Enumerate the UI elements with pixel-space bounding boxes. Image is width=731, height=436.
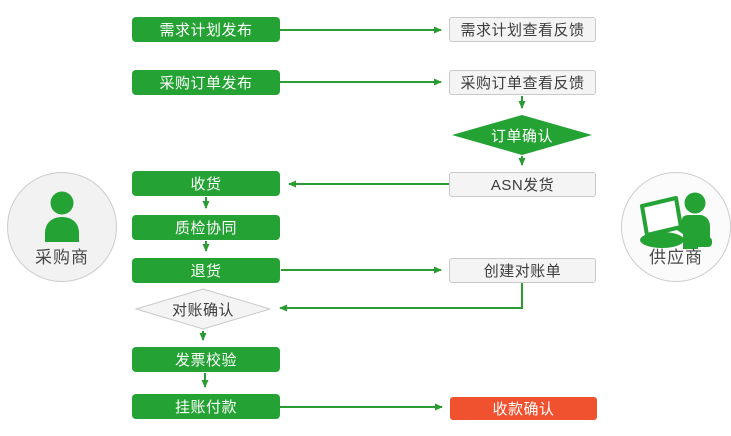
- node-quality-inspection: 质检协同: [132, 215, 280, 240]
- diamond-shape: [452, 115, 592, 155]
- node-receive-goods: 收货: [132, 171, 280, 196]
- node-create-statement: 创建对账单: [449, 258, 596, 283]
- person-laptop-icon: [622, 189, 730, 253]
- actor-buyer: 采购商: [7, 172, 117, 282]
- node-book-payment: 挂账付款: [132, 394, 280, 419]
- node-purchase-order-feedback: 采购订单查看反馈: [449, 70, 596, 95]
- node-demand-plan-feedback: 需求计划查看反馈: [449, 17, 596, 42]
- node-order-confirm-decision: 订单确认: [452, 115, 592, 155]
- actor-supplier-label: 供应商: [649, 248, 703, 267]
- diamond-label: 订单确认: [490, 127, 553, 145]
- person-icon: [8, 189, 116, 245]
- node-collection-confirm: 收款确认: [450, 397, 597, 420]
- diamond-label: 对账确认: [171, 301, 234, 319]
- node-reconciliation-confirm-decision: 对账确认: [135, 288, 271, 330]
- node-return-goods: 退货: [132, 258, 280, 283]
- node-demand-plan-publish: 需求计划发布: [132, 17, 280, 42]
- edge-statement-to-recon-confirm: [279, 283, 523, 312]
- actor-buyer-label: 采购商: [35, 248, 89, 267]
- diamond-shape: [135, 288, 271, 330]
- node-purchase-order-publish: 采购订单发布: [132, 70, 280, 95]
- actor-supplier: 供应商: [621, 172, 731, 282]
- node-invoice-verification: 发票校验: [132, 347, 280, 372]
- node-asn-shipment: ASN发货: [449, 172, 596, 197]
